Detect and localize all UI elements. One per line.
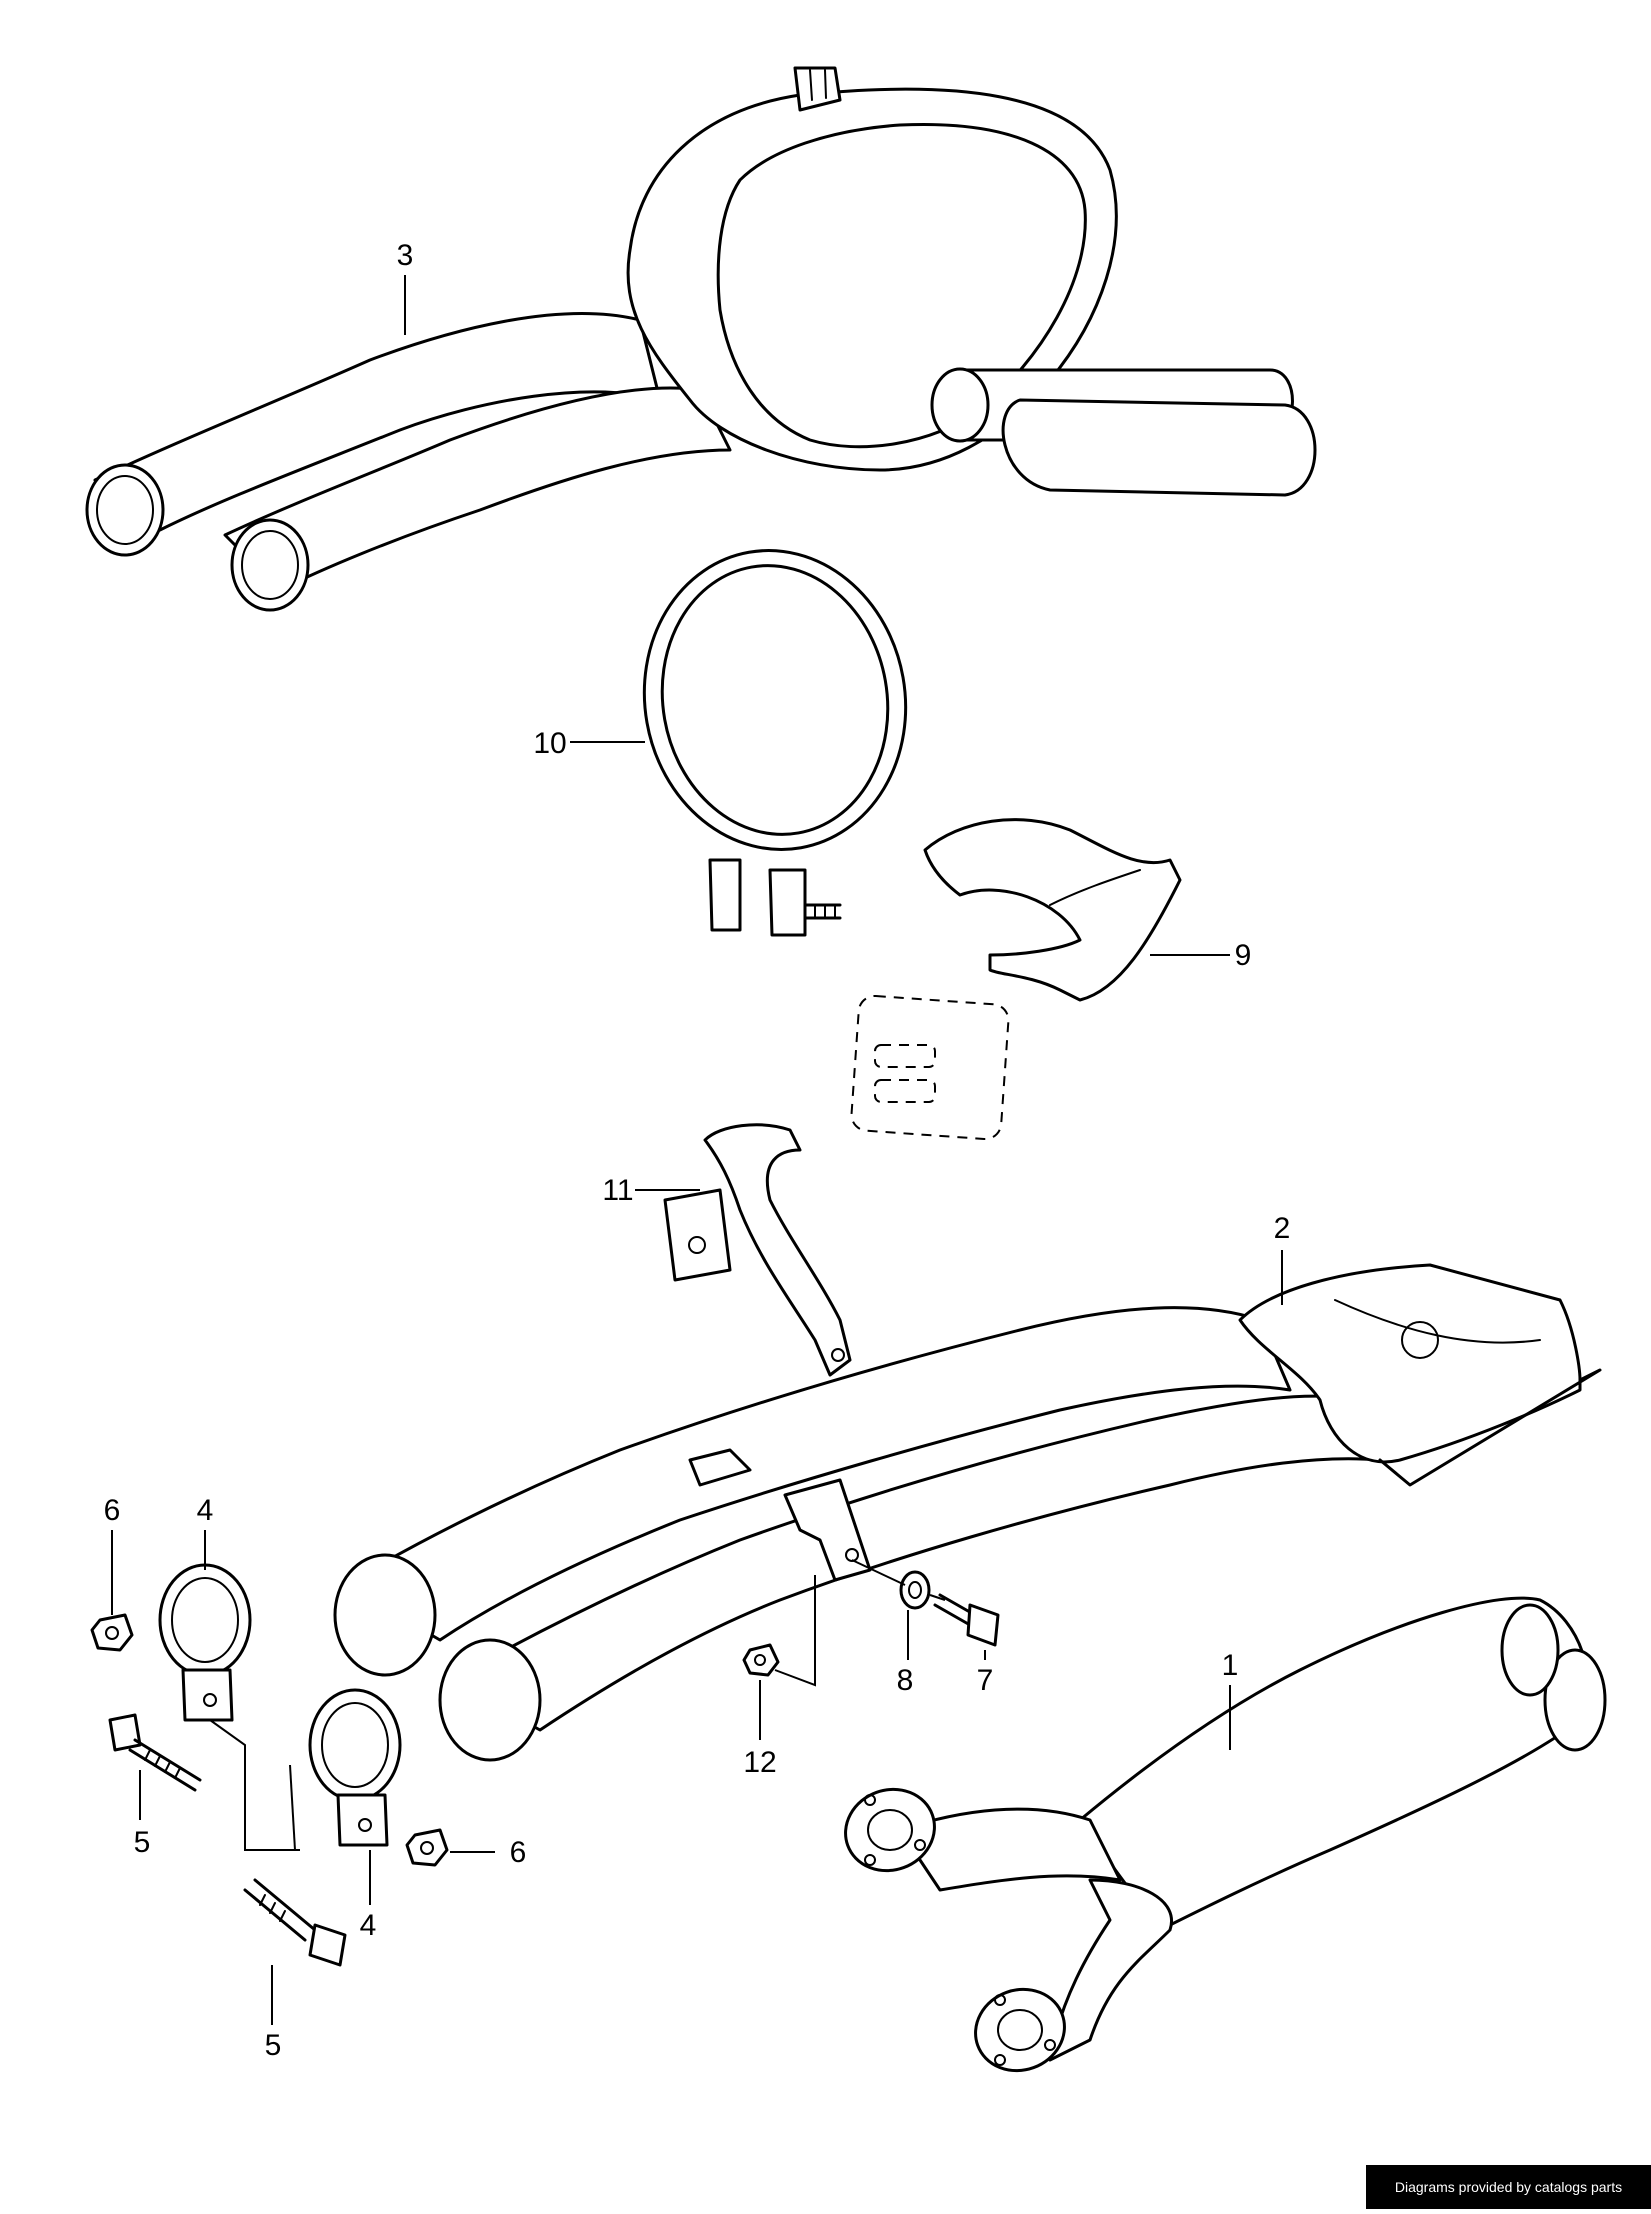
callout-2: 2 [1274, 1212, 1291, 1245]
assembly-guide-lines [209, 1559, 946, 1851]
callout-11: 8 [897, 1664, 914, 1697]
part-1-catalytic-converter[interactable] [834, 1596, 1607, 2083]
part-12-nut[interactable] [742, 1643, 780, 1677]
rubber-mount-ghost [850, 995, 1010, 1140]
part-7-heat-shield-bracket[interactable] [923, 818, 1182, 1002]
part-6-nut-upper[interactable] [90, 1613, 134, 1652]
diagram-credit-badge: Diagrams provided by catalogs parts [1366, 2165, 1651, 2209]
callout-5-lower: 5 [265, 2029, 282, 2062]
part-9-hanger-bracket[interactable] [663, 1123, 852, 1377]
part-10-bolt[interactable] [933, 1593, 1000, 1647]
part-2-front-pipe-assembly[interactable] [333, 1263, 1602, 1762]
callout-5-upper: 5 [134, 1826, 151, 1859]
callout-6-upper: 6 [104, 1494, 121, 1527]
callout-10: 7 [977, 1664, 994, 1697]
part-8-clamp-ring[interactable] [621, 530, 929, 937]
callout-labels: 3 10 9 11 2 6 4 5 6 4 5 8 7 12 1 [104, 239, 1291, 2062]
callout-6-lower: 6 [510, 1836, 527, 1869]
callout-9: 11 [602, 1174, 633, 1207]
part-4-clamp-lower[interactable] [308, 1688, 402, 1847]
callout-1: 1 [1222, 1649, 1239, 1682]
callout-8: 10 [533, 727, 566, 760]
part-6-nut-lower[interactable] [405, 1828, 449, 1867]
part-5-bolt-upper[interactable] [108, 1713, 202, 1792]
callout-3: 3 [397, 239, 414, 272]
callout-leaders [111, 275, 1283, 2025]
callout-4-upper: 4 [197, 1494, 214, 1527]
callout-12: 12 [743, 1746, 776, 1779]
callout-4-lower: 4 [360, 1909, 377, 1942]
part-3-rear-muffler[interactable] [85, 66, 1317, 612]
callout-7: 9 [1235, 939, 1252, 972]
part-4-clamp-upper[interactable] [158, 1563, 252, 1722]
part-5-bolt-lower[interactable] [243, 1878, 347, 1967]
part-11-washer[interactable] [899, 1570, 931, 1610]
